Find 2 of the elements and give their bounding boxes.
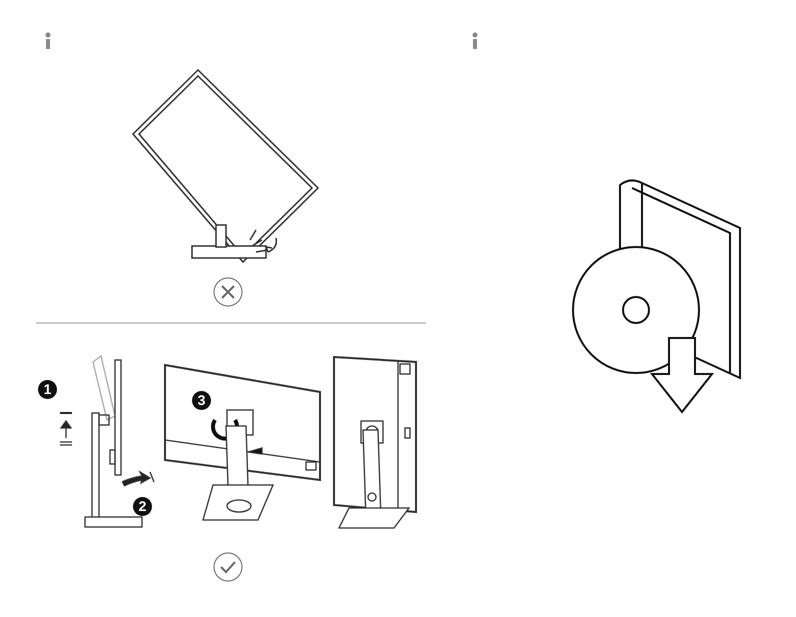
callout-number: 2 <box>133 497 152 516</box>
callout-number: 1 <box>38 380 57 399</box>
